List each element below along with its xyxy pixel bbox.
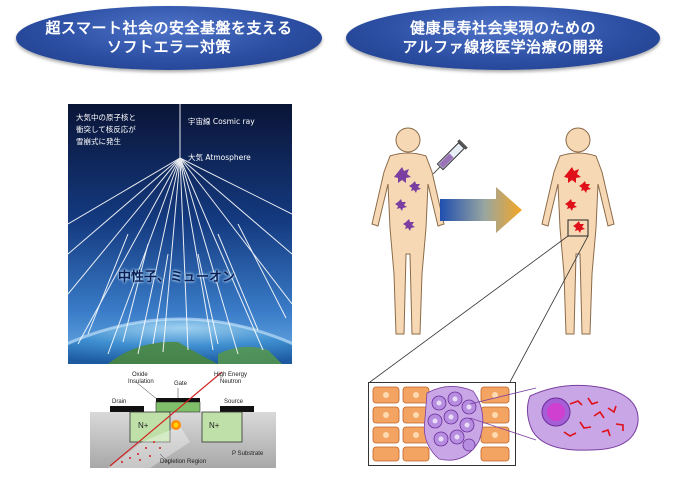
alpha-decay-cell — [524, 382, 644, 454]
n-plus-left: N+ — [138, 421, 148, 430]
header-soft-error: 超スマート社会の安全基盤を支える ソフトエラー対策 — [16, 6, 322, 70]
particles-label: 中性子、ミューオン — [118, 266, 235, 285]
header-soft-error-line2: ソフトエラー対策 — [16, 38, 322, 57]
header-alpha-therapy: 健康長寿社会実現のための アルファ線核医学治療の開発 — [346, 6, 660, 70]
header-alpha-therapy-line2: アルファ線核医学治療の開発 — [346, 38, 660, 57]
insulation-label: Insulation — [128, 379, 154, 385]
shower-note-line3: 雪崩式に発生 — [76, 136, 136, 148]
drain-label: Drain — [112, 399, 126, 405]
header-soft-error-line1: 超スマート社会の安全基盤を支える — [16, 19, 322, 38]
header-alpha-therapy-line1: 健康長寿社会実現のための — [346, 19, 660, 38]
atmosphere-label: 大気 Atmosphere — [188, 152, 251, 163]
neutron-label-line2: Neutron — [220, 379, 241, 385]
cosmic-ray-label: 宇宙線 Cosmic ray — [188, 116, 255, 127]
neutron-label-line1: High Energy — [214, 372, 247, 378]
gate-label: Gate — [174, 381, 187, 387]
syringe-icon — [428, 136, 468, 182]
source-label: Source — [224, 399, 243, 405]
shower-note: 大気中の原子核と 衝突して核反応が 雪崩式に発生 — [76, 112, 136, 148]
shower-note-line2: 衝突して核反応が — [76, 124, 136, 136]
alpha-decay-illustration — [524, 382, 644, 454]
zoom-lines — [360, 230, 590, 385]
substrate-label: P Substrate — [232, 451, 263, 457]
n-plus-right: N+ — [209, 421, 219, 430]
treatment-arrow-icon — [440, 185, 524, 235]
shower-note-line1: 大気中の原子核と — [76, 112, 136, 124]
oxide-label: Oxide — [132, 372, 148, 378]
depletion-label: Depletion Region — [160, 459, 206, 465]
